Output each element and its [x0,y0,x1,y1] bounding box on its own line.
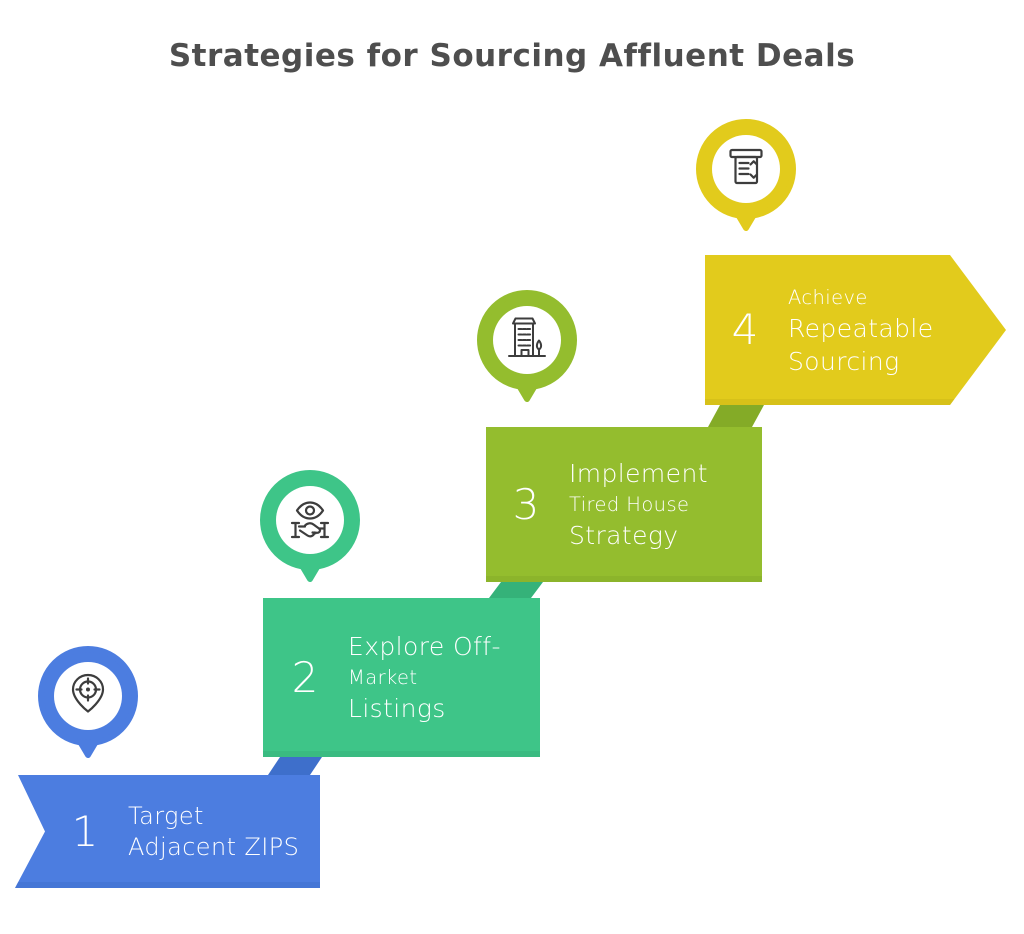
step-2-badge [260,470,360,582]
step-text-line: Adjacent ZIPS [128,832,300,861]
step-2-bottom-edge [263,751,540,757]
building-icon [508,317,546,357]
step-text-line: Market [348,666,418,689]
step-4-label: Achieve Repeatable Sourcing [788,283,934,378]
badge-inner-circle [276,486,344,554]
step-2-number: 2 [291,652,319,702]
step-1-number: 1 [71,806,99,856]
step-text-line: Tired House [569,493,690,516]
step-1-banner: 1 Target Adjacent ZIPS [15,775,320,888]
step-4-badge [696,119,796,231]
eye-handshake-icon [290,501,330,539]
step-3-box: 3 Implement Tired House Strategy [486,427,762,582]
step-text-line: Listings [348,694,446,723]
fold-connector-1 [268,757,322,775]
fold-connector-2 [489,582,543,598]
step-3-label: Implement Tired House Strategy [569,457,708,552]
step-4-arrow: 4 Achieve Repeatable Sourcing [705,255,1006,405]
step-1-badge [38,646,138,758]
step-text-line: Strategy [569,521,679,550]
fold-connector-3 [708,405,764,427]
step-1-bottom-edge [15,882,320,888]
step-text-line: Achieve [788,285,868,309]
step-text-line: Repeatable [788,313,934,343]
location-target-icon [71,673,105,713]
step-1-label: Target Adjacent ZIPS [128,801,299,863]
step-2-box: 2 Explore Off- Market Listings [263,598,540,757]
step-4-number: 4 [731,305,759,354]
step-4-bottom-edge [705,399,1006,405]
step-3-badge [477,290,577,402]
step-3-bottom-edge [486,576,762,582]
step-text-line: Sourcing [788,346,900,376]
checklist-doc-icon [729,148,763,185]
step-text-line: Target [128,801,204,830]
step-text-line: Explore Off- [348,632,501,661]
step-2-label: Explore Off- Market Listings [348,630,501,725]
step-3-number: 3 [512,479,540,529]
page-title: Strategies for Sourcing Affluent Deals [168,38,856,74]
step-text-line: Implement [569,459,708,488]
